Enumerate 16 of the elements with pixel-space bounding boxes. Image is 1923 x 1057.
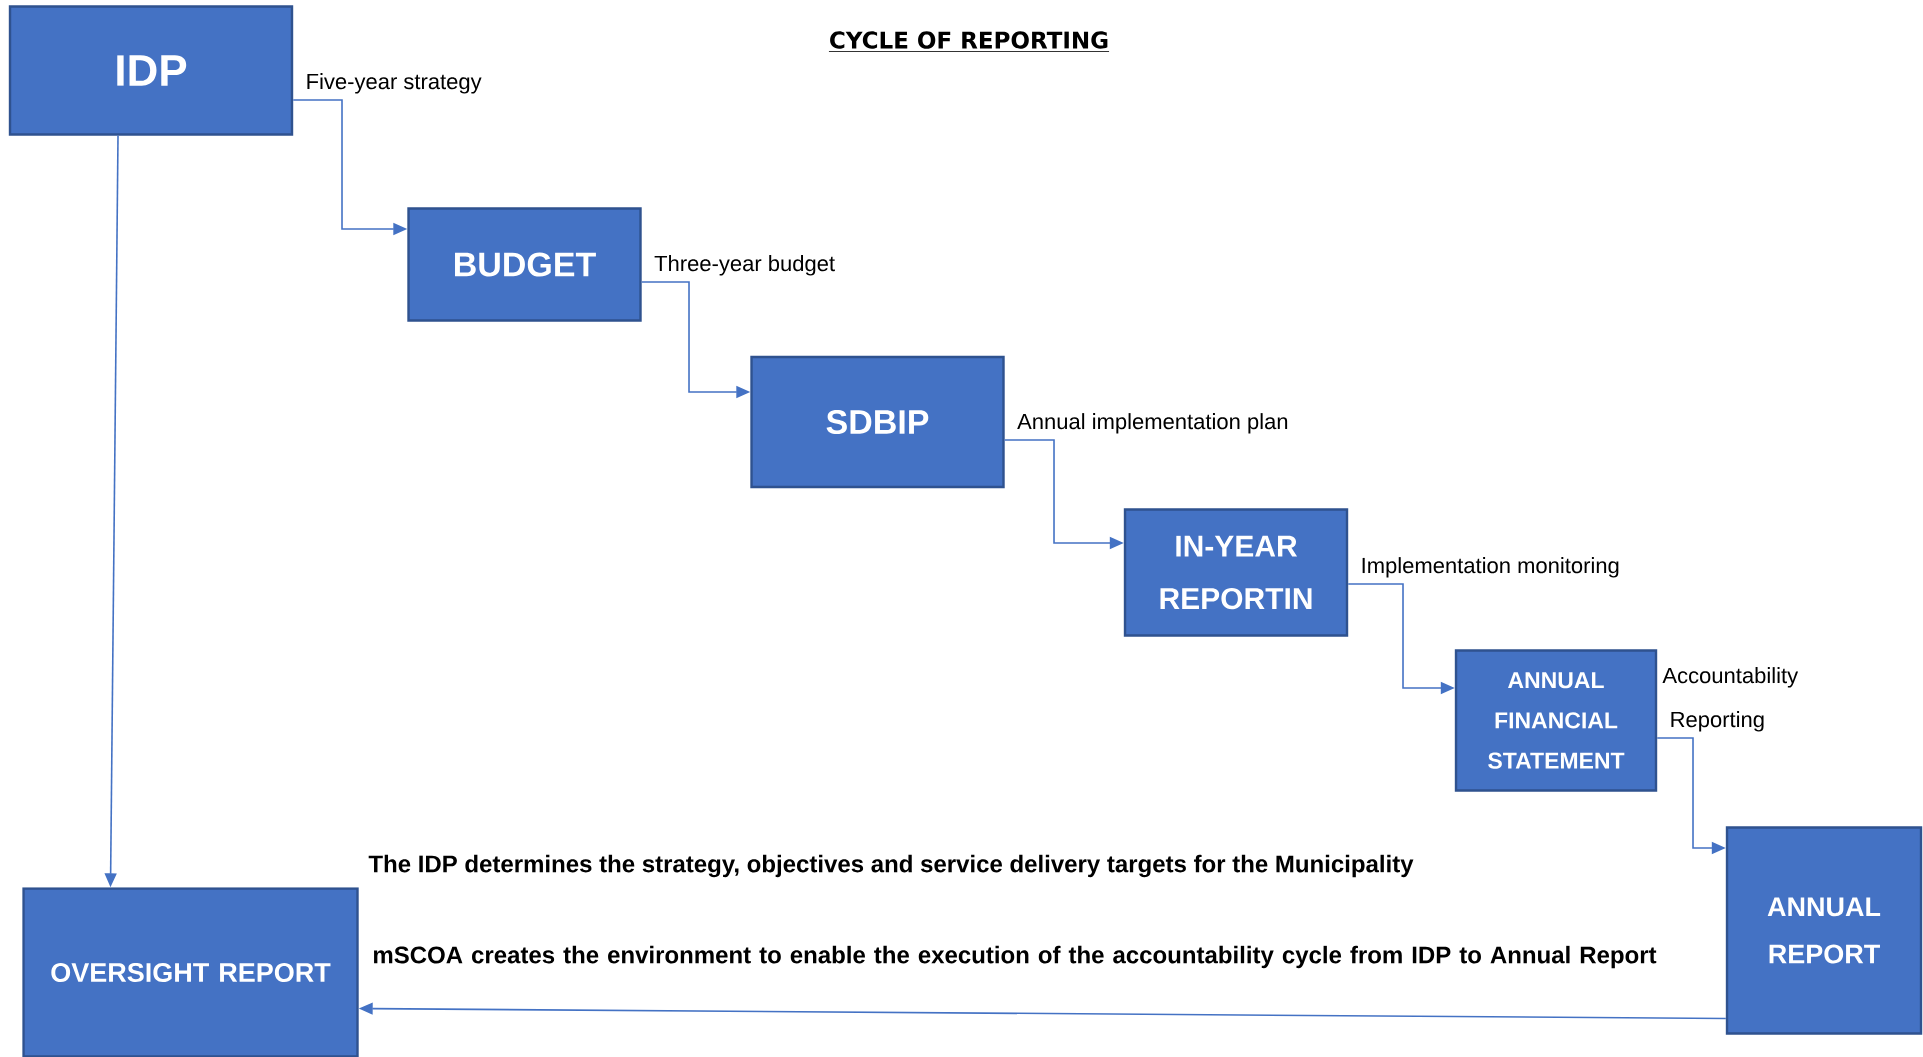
note-text: mSCOA creates the environment to enable the execution of the accountability cycle from IDP to Annual Report xyxy=(374,945,1657,969)
process-box: IN-YEAR REPORTIN xyxy=(1123,508,1349,637)
note-text: The IDP determines the strategy, objectives and service delivery targets for the Municipality xyxy=(368,854,1414,878)
edge-label: Implementation monitoring xyxy=(1358,555,1622,580)
process-box: ANNUAL FINANCIAL STATEMENT xyxy=(1454,649,1658,792)
process-box: ANNUAL REPORT xyxy=(1725,826,1923,1035)
process-box: SDBIP xyxy=(750,355,1005,489)
edge-label: Five-year strategy xyxy=(303,71,484,96)
title: CYCLE OF REPORTING xyxy=(828,31,1110,52)
process-box: IDP xyxy=(8,5,294,136)
side-label: Accountability xyxy=(1662,667,1799,688)
process-box: BUDGET xyxy=(407,207,642,322)
edge-label: Annual implementation plan xyxy=(1015,411,1291,436)
edge-label: Three-year budget xyxy=(652,253,838,278)
process-box: OVERSIGHT REPORT xyxy=(22,887,359,1057)
edge-label: Reporting xyxy=(1667,709,1767,734)
